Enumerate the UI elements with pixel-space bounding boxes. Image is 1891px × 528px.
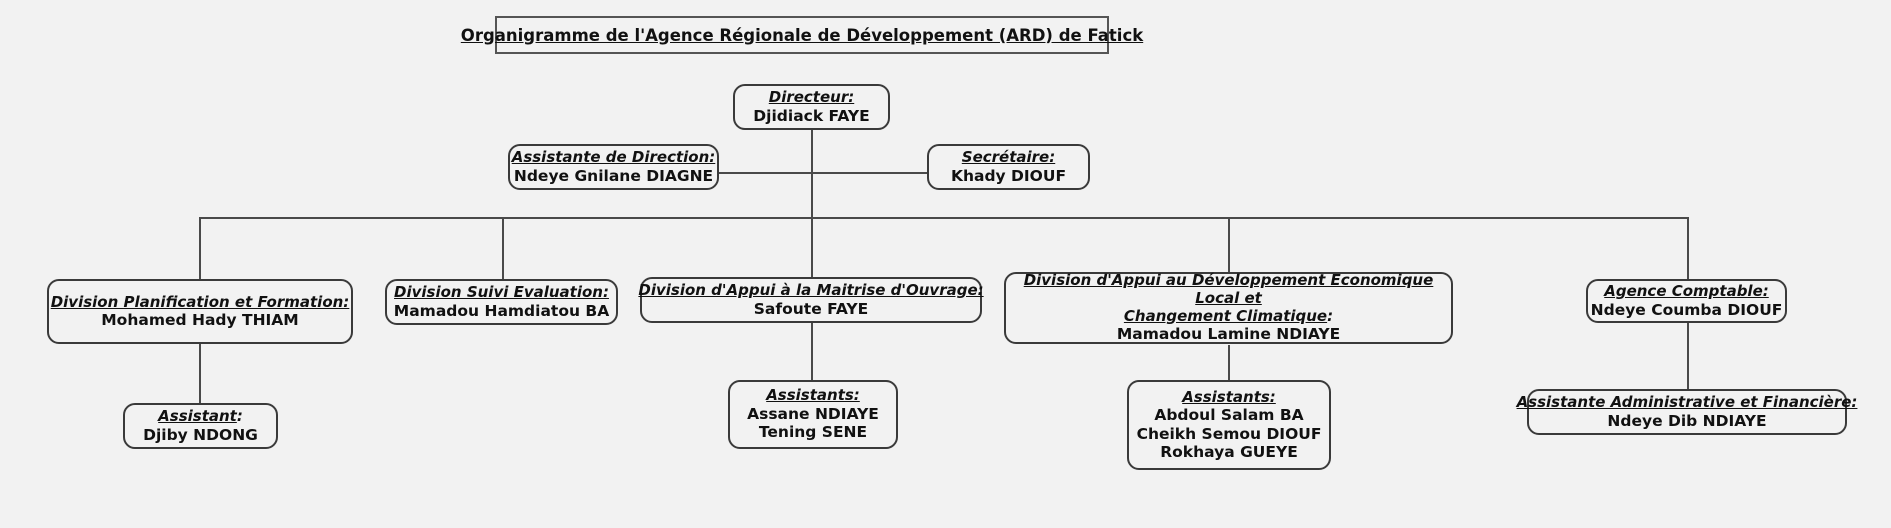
connector-drop-planification (199, 217, 201, 279)
node-division-suivi-evaluation-role: Division Suivi Evaluation: (394, 283, 609, 302)
node-division-developpement-economique[interactable]: Division d'Appui au Développement Econom… (1004, 271, 1453, 344)
node-assistants-developpement-economique-person-2: Cheikh Semou DIOUF (1136, 424, 1322, 443)
node-division-developpement-economique-role-line1: Division d'Appui au Développement Econom… (1023, 271, 1434, 308)
node-division-planification-person: Mohamed Hady THIAM (101, 311, 299, 330)
node-division-developpement-economique-person: Mamadou Lamine NDIAYE (1116, 325, 1341, 344)
node-director-person: Djidiack FAYE (753, 106, 870, 125)
connector-maitrise-to-assistants (811, 322, 813, 380)
connector-main-trunk (199, 217, 1688, 219)
node-assistants-developpement-economique-person-3: Rokhaya GUEYE (1160, 442, 1298, 461)
node-division-maitrise-ouvrage-role: Division d'Appui à la Maitrise d'Ouvrage… (638, 281, 984, 300)
node-secretaire-role: Secrétaire: (961, 148, 1056, 167)
node-assistante-administrative-financiere-person: Ndeye Dib NDIAYE (1607, 411, 1767, 430)
connector-staff-horizontal (718, 172, 928, 174)
node-assistants-maitrise-ouvrage-person-2: Tening SENE (758, 423, 868, 442)
connector-director-vertical (811, 130, 813, 218)
node-assistante-direction-role: Assistante de Direction: (511, 148, 716, 167)
node-assistant-planification-role: Assistant: (158, 407, 243, 426)
node-agence-comptable[interactable]: Agence Comptable: Ndeye Coumba DIOUF (1586, 279, 1787, 323)
node-director[interactable]: Directeur: Djidiack FAYE (733, 84, 890, 130)
node-assistante-direction-person: Ndeye Gnilane DIAGNE (513, 166, 714, 185)
node-assistants-developpement-economique[interactable]: Assistants: Abdoul Salam BA Cheikh Semou… (1127, 380, 1331, 470)
node-assistant-planification-person: Djiby NDONG (143, 425, 258, 444)
connector-drop-maitrise (811, 217, 813, 279)
node-secretaire[interactable]: Secrétaire: Khady DIOUF (927, 144, 1090, 190)
connector-drop-agence (1687, 217, 1689, 279)
node-assistants-maitrise-ouvrage-role: Assistants: (766, 386, 860, 405)
connector-drop-suivi (502, 217, 504, 279)
node-agence-comptable-role: Agence Comptable: (1604, 282, 1769, 301)
role-colon: : (236, 407, 243, 426)
connector-agence-to-assistante-admin (1687, 322, 1689, 389)
node-assistants-developpement-economique-role: Assistants: (1182, 387, 1276, 406)
node-assistants-maitrise-ouvrage[interactable]: Assistants: Assane NDIAYE Tening SENE (728, 380, 898, 449)
node-division-maitrise-ouvrage[interactable]: Division d'Appui à la Maitrise d'Ouvrage… (638, 277, 984, 323)
connector-drop-dev-eco (1228, 217, 1230, 273)
chart-title-box: Organigramme de l'Agence Régionale de Dé… (461, 16, 1143, 54)
node-assistante-administrative-financiere-role: Assistante Administrative et Financière: (1516, 393, 1858, 412)
connector-dev-eco-to-assistants (1228, 345, 1230, 380)
node-assistants-developpement-economique-person-1: Abdoul Salam BA (1154, 406, 1304, 425)
node-division-developpement-economique-role-line2: Changement Climatique: (1123, 306, 1334, 325)
chart-title-text: Organigramme de l'Agence Régionale de Dé… (460, 25, 1144, 45)
node-division-suivi-evaluation[interactable]: Division Suivi Evaluation: Mamadou Hamdi… (385, 279, 618, 325)
node-division-suivi-evaluation-person: Mamadou Hamdiatou BA (393, 301, 610, 320)
node-assistant-planification[interactable]: Assistant: Djiby NDONG (123, 403, 278, 449)
node-division-planification[interactable]: Division Planification et Formation: Moh… (47, 279, 353, 344)
node-division-planification-role: Division Planification et Formation: (50, 292, 350, 311)
role-colon: : (1327, 306, 1334, 325)
node-director-role: Directeur: (768, 88, 855, 107)
node-assistante-direction[interactable]: Assistante de Direction: Ndeye Gnilane D… (508, 144, 719, 190)
node-secretaire-person: Khady DIOUF (950, 166, 1067, 185)
node-assistante-administrative-financiere[interactable]: Assistante Administrative et Financière:… (1517, 389, 1857, 435)
connector-planification-to-assistant (199, 344, 201, 403)
node-agence-comptable-person: Ndeye Coumba DIOUF (1590, 300, 1783, 319)
node-assistants-maitrise-ouvrage-person-1: Assane NDIAYE (747, 405, 879, 424)
node-division-maitrise-ouvrage-person: Safoute FAYE (753, 299, 869, 318)
